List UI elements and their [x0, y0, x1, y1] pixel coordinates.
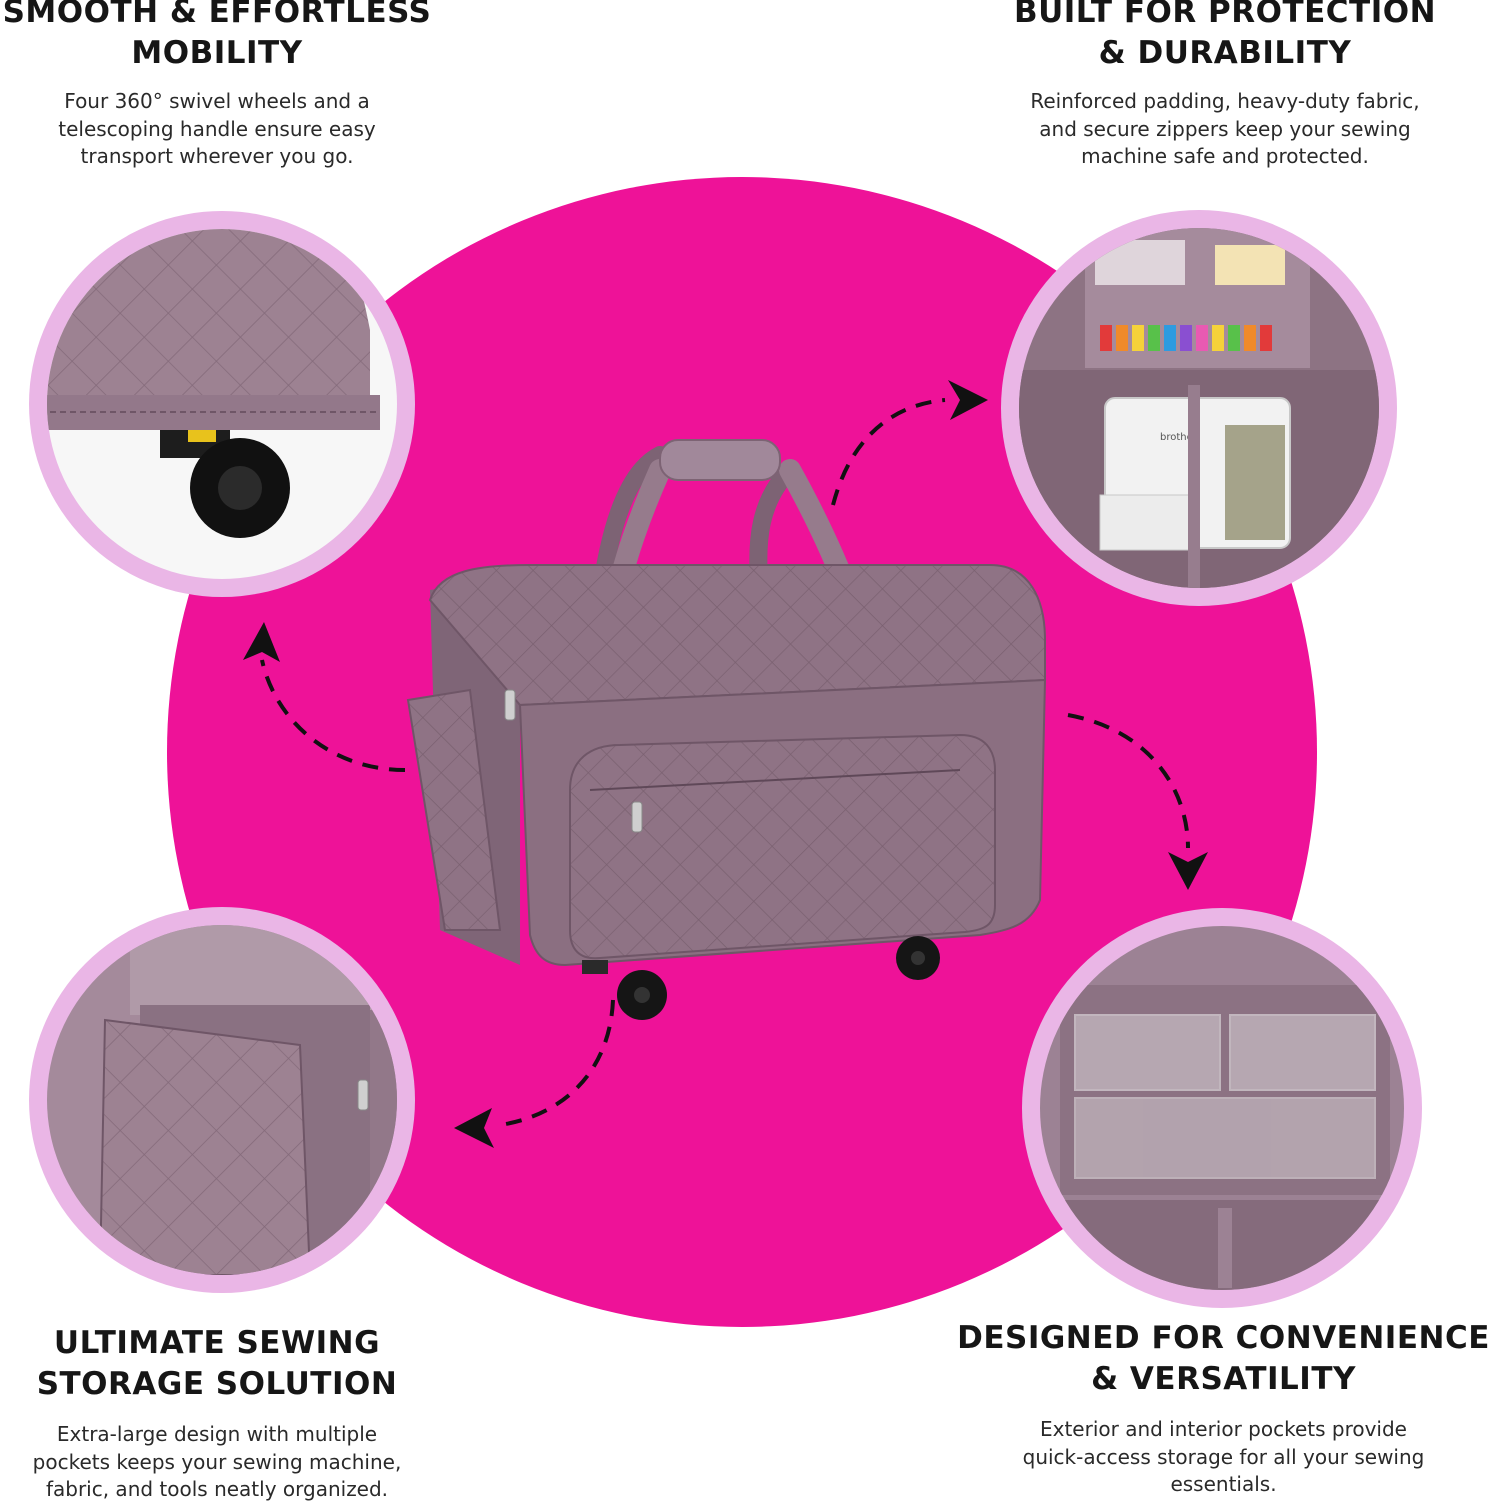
quilted-lid: [428, 564, 1046, 707]
arrow-to-vinyl-inset: [1067, 713, 1208, 890]
vinyl-pocket: [1074, 1014, 1221, 1091]
feature-title: SMOOTH & EFFORTLESS MOBILITY: [2, 0, 432, 71]
inset-side-pocket-detail: [29, 907, 415, 1293]
feature-title: DESIGNED FOR CONVENIENCE & VERSATILITY: [957, 1320, 1490, 1397]
feature-description: Extra-large design with multiple pockets…: [32, 1422, 402, 1501]
arrow-to-pocket-inset: [454, 999, 615, 1148]
inset-clear-vinyl-pockets: [1022, 908, 1422, 1308]
feature-description: Four 360° swivel wheels and a telescopin…: [58, 89, 376, 168]
rolling-sewing-bag: [406, 439, 1047, 1020]
feature-storage: ULTIMATE SEWING STORAGE SOLUTION Extra-l…: [0, 1323, 434, 1504]
feature-title: BUILT FOR PROTECTION & DURABILITY: [1013, 0, 1437, 71]
feature-mobility: SMOOTH & EFFORTLESS MOBILITY Four 360° s…: [0, 0, 434, 171]
feature-description: Reinforced padding, heavy-duty fabric, a…: [1030, 89, 1420, 168]
thread-spools: [1100, 325, 1272, 351]
feature-convenience: DESIGNED FOR CONVENIENCE & VERSATILITY E…: [950, 1318, 1497, 1499]
machine-brand-label: brother: [1160, 432, 1198, 443]
side-pocket: [406, 688, 502, 931]
inset-interior-sewing-machine: brother: [1001, 210, 1397, 606]
feature-protection: BUILT FOR PROTECTION & DURABILITY Reinfo…: [965, 0, 1485, 171]
inset-wheel-detail: [29, 211, 415, 597]
handle-wrap: [659, 439, 781, 481]
feature-title: ULTIMATE SEWING STORAGE SOLUTION: [36, 1325, 398, 1402]
feature-description: Exterior and interior pockets provide qu…: [1022, 1417, 1425, 1496]
arrow-to-interior-inset: [831, 380, 988, 506]
front-pocket: [569, 733, 996, 960]
arrow-to-wheel-inset: [243, 622, 406, 772]
